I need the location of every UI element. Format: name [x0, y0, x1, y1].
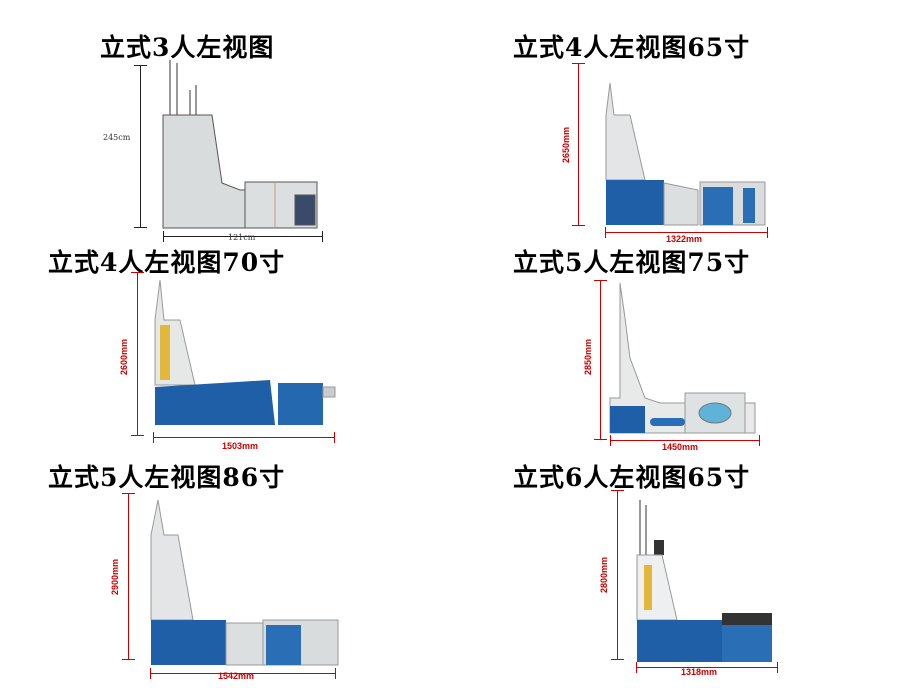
- width-label: 1450mm: [662, 442, 699, 452]
- width-label: 1322mm: [666, 234, 703, 244]
- panel-title: 立式5人左视图75寸: [513, 248, 751, 277]
- height-label: 2850mm: [583, 338, 594, 376]
- height-label: 2600mm: [119, 338, 130, 376]
- cabinet-drawing: [162, 60, 318, 229]
- height-label: 2800mm: [599, 556, 610, 594]
- width-dimension-line: [636, 662, 778, 673]
- width-label: 1503mm: [222, 441, 259, 451]
- height-dimension-line: [594, 280, 607, 440]
- panel-title: 立式6人左视图65寸: [513, 463, 751, 492]
- width-dimension-line: [153, 432, 335, 443]
- height-dimension-line: [131, 272, 144, 436]
- width-dimension-line: [610, 435, 760, 446]
- width-label: 1542mm: [218, 671, 255, 681]
- height-label: 2650mm: [561, 126, 572, 164]
- cabinet-drawing: [605, 82, 766, 226]
- panel-title: 立式5人左视图86寸: [48, 463, 286, 492]
- height-dimension-line: [611, 490, 624, 660]
- height-label: 2900mm: [110, 558, 121, 596]
- height-dimension-line: [572, 63, 585, 226]
- width-dimension-line: [605, 227, 768, 238]
- cabinet-drawing: [636, 500, 772, 662]
- cabinet-drawing: [150, 499, 339, 666]
- width-dimension-line: [163, 231, 323, 242]
- panel-title: 立式4人左视图70寸: [48, 248, 286, 277]
- width-dimension-line: [150, 668, 336, 679]
- height-label: 245cm: [103, 133, 131, 142]
- height-dimension-line: [122, 493, 135, 660]
- width-label: 1318mm: [681, 667, 718, 677]
- width-label: 121cm: [228, 233, 256, 242]
- cabinet-drawing: [609, 282, 756, 434]
- panel-title: 立式3人左视图: [100, 33, 275, 62]
- panel-title: 立式4人左视图65寸: [513, 33, 751, 62]
- height-dimension-line: [134, 65, 147, 228]
- cabinet-drawing: [154, 279, 336, 425]
